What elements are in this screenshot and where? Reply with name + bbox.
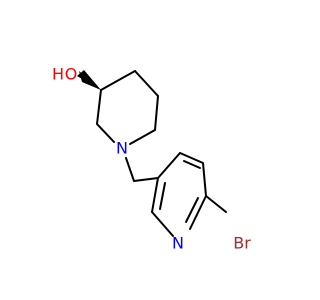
bond-pyc4-pyc5 — [179, 152, 204, 164]
bond-pyc2-pyc3-inner — [159, 182, 166, 210]
bond-pyc6-br — [205, 195, 227, 213]
bond-c5-c6 — [154, 95, 159, 131]
bond-pyc5-pyc6 — [202, 162, 207, 197]
bond-pyc2-pyc3 — [151, 177, 159, 213]
molecule-drawing: H O N N Br — [52, 65, 251, 253]
bond-pyc4-pyc5-inner — [183, 160, 201, 169]
atom-label-o: O — [65, 65, 78, 84]
bond-c6-n1 — [129, 129, 156, 145]
wedge-bond-c3-o-fill — [77, 70, 101, 90]
bond-ch2-pyc3 — [133, 177, 159, 182]
atom-label-br: Br — [233, 234, 251, 253]
bond-npy-pyc2 — [151, 211, 174, 237]
atom-label-h: H — [52, 65, 64, 84]
atom-label-n-pyridine: N — [172, 234, 184, 253]
structure-canvas: H O N N Br — [51, 64, 252, 253]
bond-n1-ch2 — [125, 157, 135, 182]
bond-pyc6-npy-inner — [185, 197, 199, 223]
bond-pyc3-pyc4 — [157, 152, 181, 179]
bond-c4-c5 — [134, 70, 159, 97]
bond-c2-c3 — [96, 89, 102, 125]
atom-label-n-piperidine: N — [116, 139, 128, 158]
bond-n1-c2 — [96, 123, 115, 143]
bond-c3-c4 — [100, 70, 136, 91]
bond-pyc6-npy — [189, 195, 207, 230]
